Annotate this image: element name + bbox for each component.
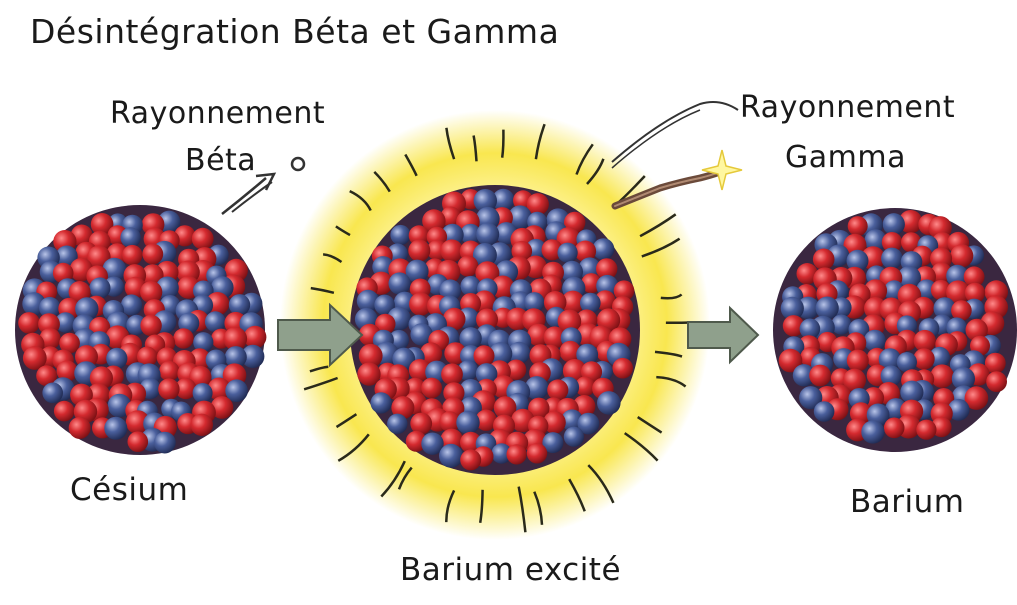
proton [916,420,936,440]
proton [140,315,161,336]
proton [142,244,163,265]
proton [527,443,547,463]
proton [460,449,481,470]
proton [848,216,868,236]
neutron [558,243,578,263]
proton [173,328,193,348]
diagram-title: Désintégration Béta et Gamma [30,12,559,51]
neutron [439,444,463,468]
glow-ray [502,130,503,158]
neutron [597,391,621,415]
proton [54,401,75,422]
beta-trajectory [222,174,274,214]
neutron [897,352,917,372]
proton [951,300,972,321]
neutron [371,392,392,413]
beta-radiation-label-line1: Rayonnement [110,96,325,131]
proton [506,444,526,464]
cesium-nucleus [15,205,266,455]
barium-label: Barium [850,484,964,520]
proton [128,431,149,452]
beta-particle-icon [292,158,304,170]
neutron [104,417,127,440]
proton [913,348,934,369]
proton [809,365,831,387]
proton [930,364,954,388]
neutron [881,248,903,270]
neutron [106,348,127,369]
neutron [390,225,410,245]
proton [950,244,973,267]
proton [547,379,568,400]
proton [441,363,463,385]
proton [244,326,267,349]
neutron [564,427,584,447]
beta-radiation-label-line2: Béta [185,143,256,178]
proton [69,417,91,439]
neutron [861,420,884,443]
proton [410,413,432,435]
neutron [42,383,63,404]
neutron [883,213,905,235]
excited-barium-nucleus [350,185,640,475]
neutron [816,297,839,320]
neutron [89,277,110,298]
cesium-label: Césium [70,472,188,508]
proton [191,414,213,436]
proton [408,240,430,262]
barium-nucleus [773,208,1017,452]
proton [847,350,869,372]
proton [158,378,179,399]
proton [457,256,478,277]
proton [813,248,835,270]
proton [986,371,1007,392]
neutron [389,272,411,294]
proton [612,358,633,379]
proton [122,245,142,265]
proton [192,228,214,250]
proton [884,418,905,439]
gamma-radiation-label-line2: Gamma [785,140,906,175]
excited-barium-label: Barium excité [400,552,621,588]
neutron [121,294,142,315]
neutron [154,432,176,454]
gamma-pointer [612,102,738,168]
proton [159,361,179,381]
neutron [814,401,835,422]
neutron [193,383,213,403]
gamma-radiation-label-line1: Rayonnement [740,90,955,125]
proton [421,378,442,399]
neutron [456,411,479,434]
neutron [476,223,499,246]
gamma-sparkle [702,150,742,190]
neutron [120,227,140,247]
neutron [387,414,407,434]
neutron [229,294,250,315]
proton [18,312,40,334]
proton [474,345,495,366]
